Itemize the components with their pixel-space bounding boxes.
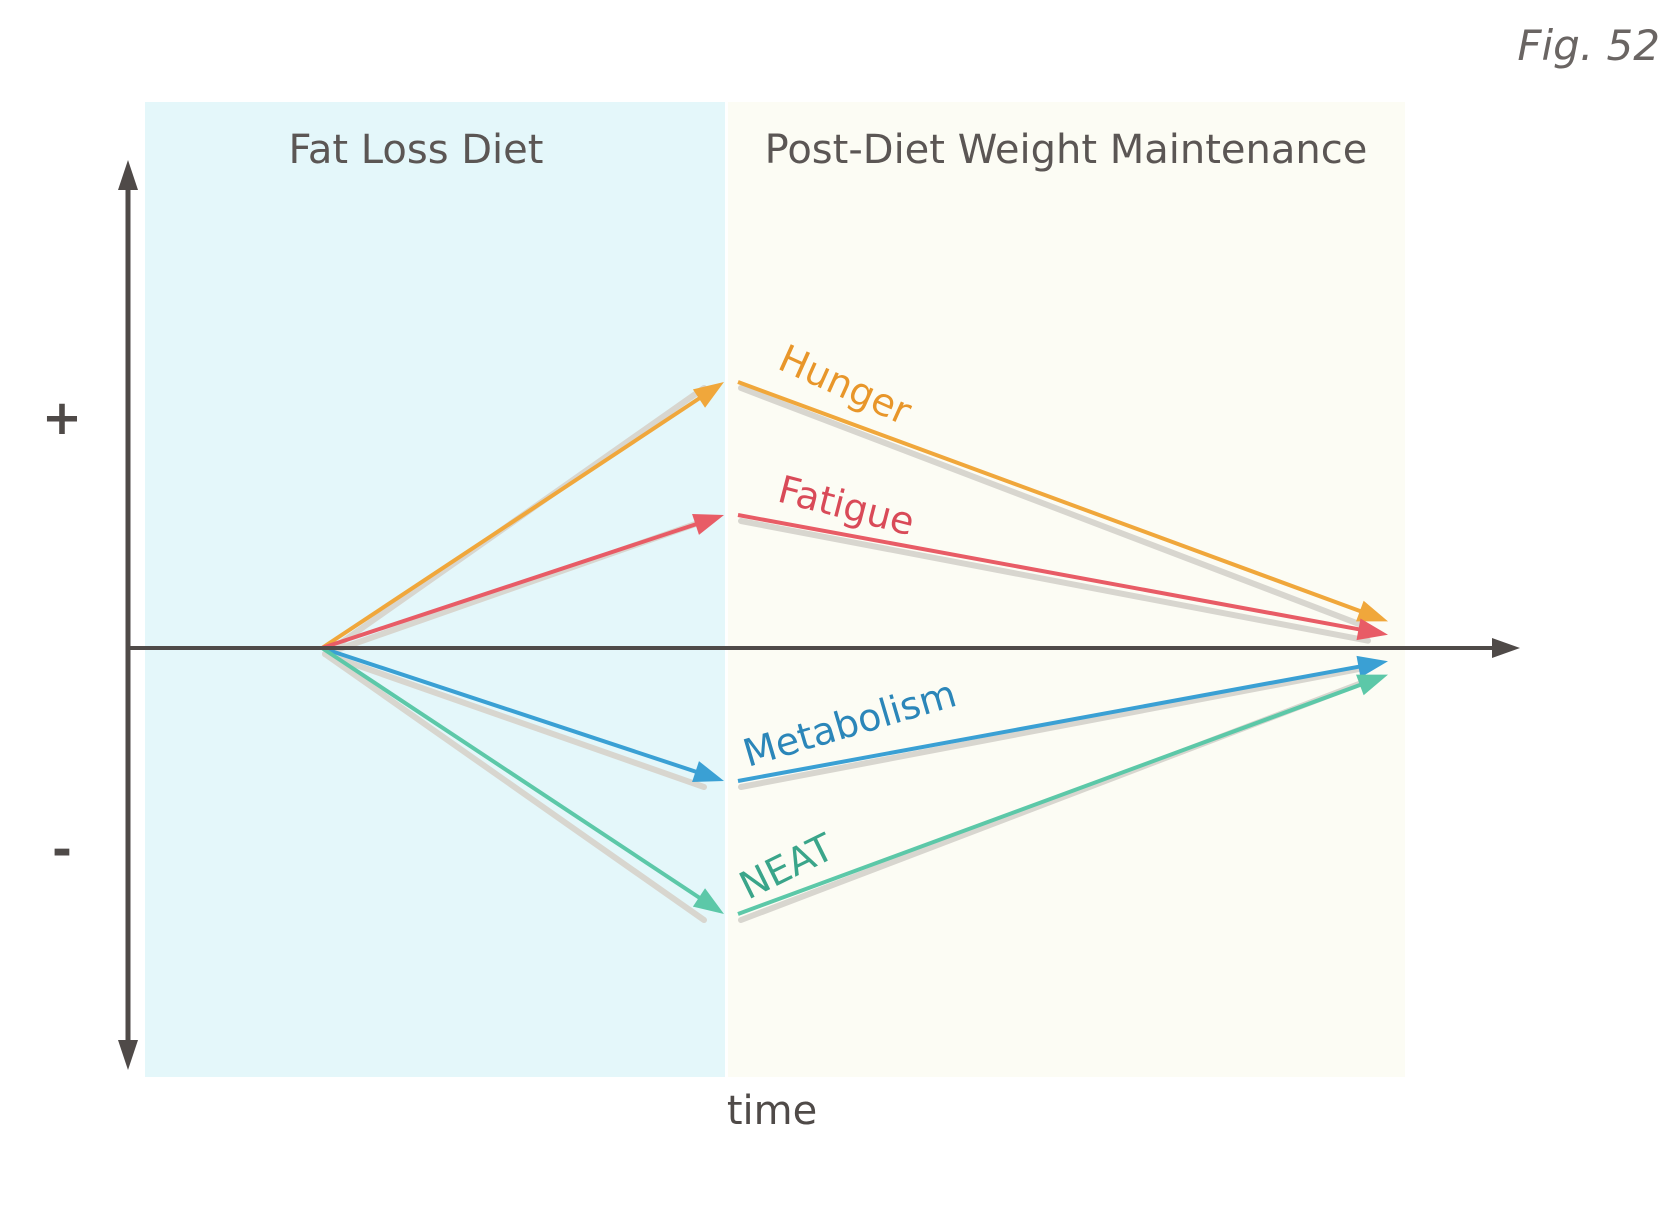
series-neat-maintenance-arrow-arrowhead-icon (1356, 674, 1388, 696)
series-neat-diet-arrow (320, 646, 724, 923)
series-neat-diet-arrow-line (320, 646, 707, 904)
series-metabolism-diet-arrow-line (321, 646, 704, 776)
y-axis (118, 160, 138, 1070)
series-fatigue-maintenance-arrow-arrowhead-icon (1356, 618, 1388, 641)
series-fatigue-maintenance-arrow-shadow (738, 518, 1371, 644)
series-metabolism-diet-arrow-shadow (322, 651, 707, 790)
series-metabolism-maintenance-arrow-line (737, 663, 1367, 783)
series-neat-maintenance-arrow (737, 674, 1388, 923)
x-axis (128, 638, 1520, 658)
y-axis-up-arrow-icon (118, 160, 138, 190)
y-axis-down-arrow-icon (118, 1040, 138, 1070)
series-hunger-diet-arrow-arrowhead-icon (692, 382, 724, 408)
series-metabolism-diet-arrow (321, 646, 724, 790)
series-neat-diet-arrow-shadow (322, 651, 707, 923)
series-fatigue-diet-arrow (321, 513, 724, 657)
x-axis-label: time (727, 1088, 817, 1134)
figure-label: Fig. 52 (1517, 21, 1660, 70)
series-hunger-maintenance-arrow-shadow (738, 385, 1371, 631)
series-fatigue-maintenance-arrow (737, 513, 1388, 644)
series-neat-diet-arrow-arrowhead-icon (692, 888, 724, 914)
phase-maintenance-region (728, 102, 1405, 1077)
negative-sign-label: - (52, 822, 72, 878)
series-hunger-maintenance-arrow (737, 380, 1388, 631)
series-metabolism-diet-arrow-arrowhead-icon (692, 761, 724, 783)
positive-sign-label: + (42, 390, 82, 446)
series-fatigue-diet-arrow-arrowhead-icon (692, 513, 724, 535)
x-axis-right-arrow-icon (1492, 638, 1520, 658)
series-hunger-diet-arrow-line (320, 392, 707, 650)
series-neat-maintenance-arrow-line (737, 680, 1369, 916)
phase-maintenance-title: Post-Diet Weight Maintenance (765, 127, 1368, 173)
series-metabolism-maintenance-arrow (737, 655, 1388, 790)
series-metabolism-maintenance-arrow-arrowhead-icon (1356, 655, 1388, 678)
series-fatigue-diet-arrow-line (321, 520, 704, 650)
series-fatigue-maintenance-arrow-line (737, 513, 1367, 633)
series-hunger-maintenance-arrow-arrowhead-icon (1356, 600, 1388, 622)
phase-diet-region (145, 102, 725, 1077)
phase-diet-title: Fat Loss Diet (289, 127, 544, 173)
series-metabolism-maintenance-arrow-shadow (738, 664, 1371, 790)
series-hunger-diet-arrow (320, 382, 724, 657)
series-hunger-maintenance-arrow-line (737, 380, 1369, 616)
